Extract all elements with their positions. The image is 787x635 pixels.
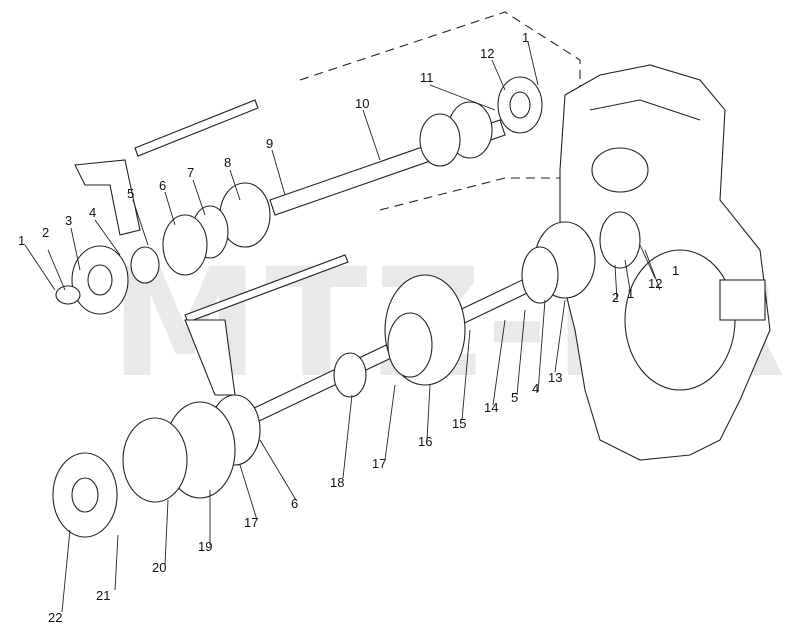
assembly-dashed-lines [299,11,600,211]
callout-16: 16 [418,434,432,449]
callout-4-lower: 4 [532,381,539,396]
callout-5-upper: 5 [127,186,134,201]
upper-shaft [269,76,543,216]
callout-2-right: 2 [612,290,619,305]
callout-15: 15 [452,416,466,431]
leader-lines [24,41,661,613]
callout-labels: 1 12 11 10 9 8 7 6 5 4 3 2 1 1 1 2 12 13… [18,30,679,625]
callout-17-lower: 17 [244,515,258,530]
callout-8: 8 [224,155,231,170]
lower-gear-stack [52,394,261,538]
callout-2-left: 2 [42,225,49,240]
lower-shaft [249,211,641,424]
callout-3: 3 [65,213,72,228]
callout-22: 22 [48,610,62,625]
callout-6-upper: 6 [159,178,166,193]
shift-rods [74,99,349,396]
callout-6-lower: 6 [291,496,298,511]
callout-1-right-a: 1 [672,263,679,278]
upper-gear-stack [55,182,271,315]
callout-11: 11 [420,70,434,85]
callout-18: 18 [330,475,344,490]
callout-19: 19 [198,539,212,554]
callout-21: 21 [96,588,110,603]
callout-9: 9 [266,136,273,151]
callout-5-lower: 5 [511,390,518,405]
callout-17-upper: 17 [372,456,386,471]
callout-12-right: 12 [648,276,662,291]
callout-12-top: 12 [480,46,494,61]
callout-1-left: 1 [18,233,25,248]
callout-7: 7 [187,165,194,180]
callout-1-right-b: 1 [627,286,634,301]
callout-14: 14 [484,400,498,415]
callout-13: 13 [548,370,562,385]
callout-1-top-right: 1 [522,30,529,45]
callout-4-upper: 4 [89,205,96,220]
gearbox-housing [559,64,771,461]
callout-10: 10 [355,96,369,111]
callout-20: 20 [152,560,166,575]
